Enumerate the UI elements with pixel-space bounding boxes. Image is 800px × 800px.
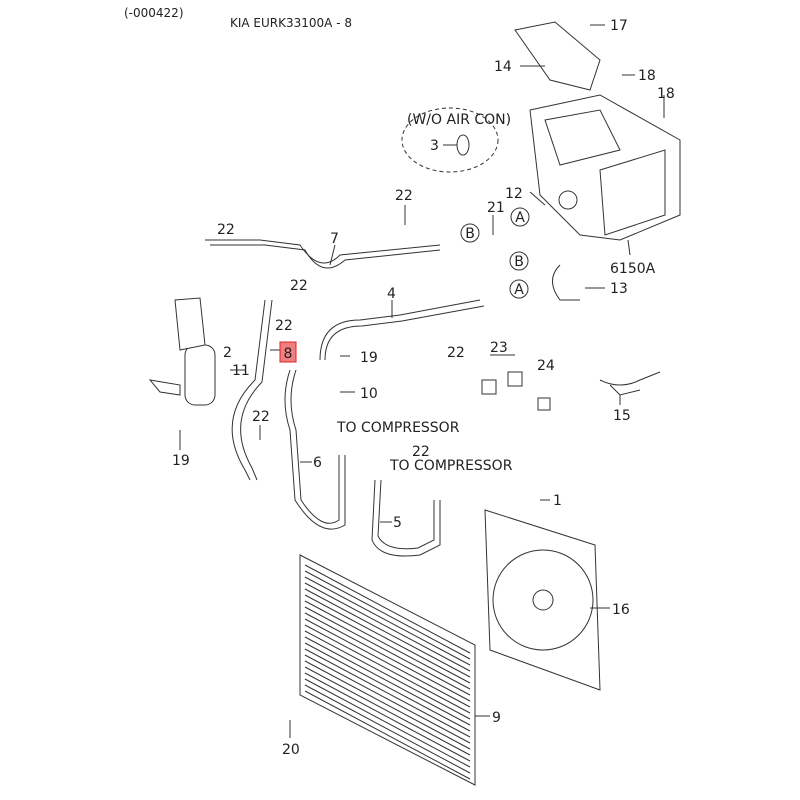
condenser-fin	[304, 666, 471, 756]
part-label-2[interactable]: 2	[223, 345, 232, 361]
part-label-13[interactable]: 13	[610, 281, 628, 297]
part-label-18[interactable]: 18	[657, 86, 675, 102]
connector-b: B	[514, 254, 524, 270]
condenser-fin	[304, 612, 471, 702]
condenser-fin	[304, 642, 471, 732]
part-label-23[interactable]: 23	[490, 340, 508, 356]
condenser-fin	[304, 570, 471, 660]
condenser-fin	[304, 648, 471, 738]
condenser-fin	[304, 690, 471, 780]
condenser-fin	[304, 564, 471, 654]
diagram-code: (-000422)	[124, 6, 184, 20]
condenser-fin	[304, 672, 471, 762]
hose-5	[371, 479, 441, 557]
cooling-fan	[484, 509, 601, 691]
part-label-7[interactable]: 7	[330, 231, 339, 247]
part-label-21[interactable]: 21	[487, 200, 505, 216]
part-label-22[interactable]: 22	[217, 222, 235, 238]
condenser-fin	[304, 594, 471, 684]
diagram-title: KIA EURK33100A - 8	[230, 16, 352, 30]
part-label-3[interactable]: 3	[430, 138, 439, 154]
condenser-fin	[304, 630, 471, 720]
condenser-fin	[304, 636, 471, 726]
condenser-fin	[304, 678, 471, 768]
to-compressor-label: TO COMPRESSOR	[336, 420, 460, 436]
part-label-14[interactable]: 14	[494, 59, 512, 75]
part-label-19[interactable]: 19	[172, 453, 190, 469]
relay-24	[537, 397, 551, 411]
part-label-17[interactable]: 17	[610, 18, 628, 34]
part-label-22[interactable]: 22	[412, 444, 430, 460]
condenser-fin	[304, 618, 471, 708]
part-label-5[interactable]: 5	[393, 515, 402, 531]
part-label-22[interactable]: 22	[252, 409, 270, 425]
condenser	[299, 554, 476, 786]
part-label-24[interactable]: 24	[537, 358, 555, 374]
part-label-16[interactable]: 16	[612, 602, 630, 618]
part-label-4[interactable]: 4	[387, 286, 396, 302]
part-label-9[interactable]: 9	[492, 710, 501, 726]
part-label-18[interactable]: 18	[638, 68, 656, 84]
condenser-fin	[304, 576, 471, 666]
condenser-fin	[304, 624, 471, 714]
condenser-fin	[304, 660, 471, 750]
part-label-19[interactable]: 19	[360, 350, 378, 366]
condenser-fin	[304, 606, 471, 696]
part-label-1[interactable]: 1	[553, 493, 562, 509]
part-label-6[interactable]: 6	[313, 455, 322, 471]
part-label-22[interactable]: 22	[447, 345, 465, 361]
receiver-drier	[148, 297, 216, 406]
leader-lines	[179, 24, 665, 738]
wiring-harness	[599, 371, 661, 386]
part-label-10[interactable]: 10	[360, 386, 378, 402]
connector-markers	[460, 207, 530, 299]
hose-8	[231, 299, 266, 481]
part-label-12[interactable]: 12	[505, 186, 523, 202]
part-label-8[interactable]: 8	[284, 346, 293, 362]
relay	[481, 379, 497, 395]
part-label-22[interactable]: 22	[395, 188, 413, 204]
w-o-aircon-callout	[401, 107, 499, 173]
heater-unit	[514, 21, 681, 241]
part-label-6150a[interactable]: 6150A	[610, 261, 656, 277]
hose-7	[205, 239, 441, 264]
condenser-fin	[304, 684, 471, 774]
condenser-fin	[304, 588, 471, 678]
part-label-22[interactable]: 22	[290, 278, 308, 294]
part-8-highlight[interactable]	[279, 341, 297, 363]
w-o-aircon-label: (W/O AIR CON)	[407, 112, 511, 128]
connector-a: A	[515, 210, 525, 226]
condenser-fin	[304, 582, 471, 672]
condenser-fin	[304, 654, 471, 744]
part-label-15[interactable]: 15	[613, 408, 631, 424]
connector-b: B	[465, 226, 475, 242]
to-compressor-label: TO COMPRESSOR	[389, 458, 513, 474]
connector-a: A	[514, 282, 524, 298]
part-label-20[interactable]: 20	[282, 742, 300, 758]
hose-6	[284, 369, 346, 530]
condenser-fin	[304, 600, 471, 690]
part-label-11[interactable]: 11	[232, 363, 250, 379]
part-label-22[interactable]: 22	[275, 318, 293, 334]
pipe-4	[319, 299, 481, 361]
